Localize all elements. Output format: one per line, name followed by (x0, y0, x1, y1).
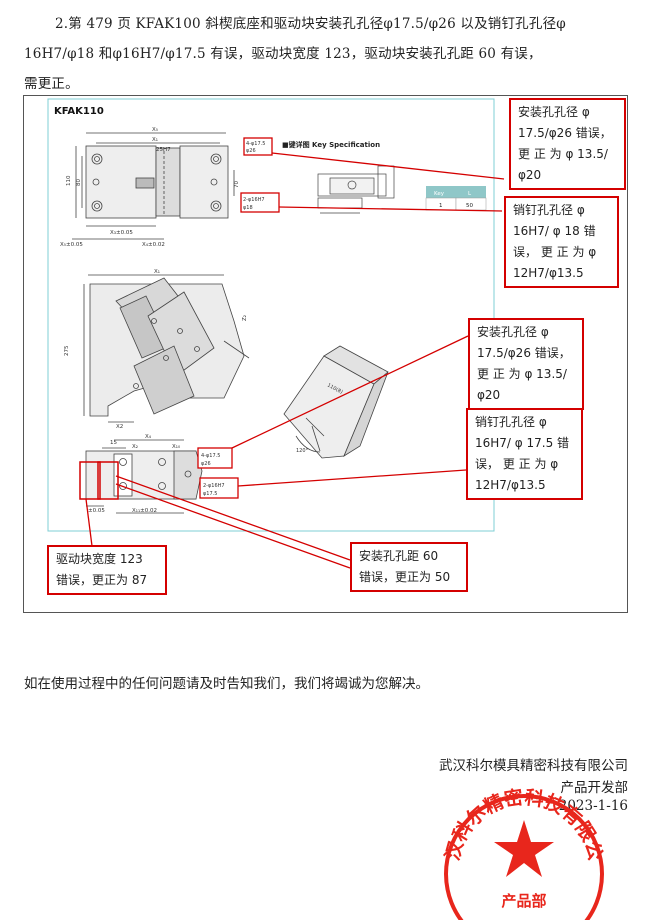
company-seal: 武汉科尔精密科技有限公司 产品部 (428, 770, 607, 920)
svg-text:X₃±0.05: X₃±0.05 (110, 230, 133, 236)
svg-text:X₄: X₄ (145, 434, 152, 440)
spacing-highlight (97, 461, 119, 500)
closing-sentence: 如在使用过程中的任何问题请及时告知我们，我们将竭诚为您解决。 (24, 676, 429, 692)
svg-text:4-φ17.5: 4-φ17.5 (201, 453, 220, 459)
bottom-view (85, 439, 203, 514)
hole-label-mount-top: 4-φ17.5 φ26 (243, 137, 273, 156)
key-spec-title: ■键详图 Key Specification (282, 140, 380, 149)
hole-label-pin-bottom: 2-φ16H7 φ17.5 (199, 477, 239, 499)
svg-text:X₁₁±0.02: X₁₁±0.02 (132, 508, 157, 514)
svg-text:φ26: φ26 (246, 148, 256, 154)
svg-text:X₄±0.02: X₄±0.02 (142, 242, 165, 248)
svg-text:X₁: X₁ (154, 269, 160, 275)
drawing-title: KFAK110 (54, 106, 104, 117)
hole-label-mount-bottom: 4-φ17.5 φ26 (197, 447, 233, 469)
svg-text:X₁: X₁ (152, 137, 158, 143)
key-table: Key L 1 50 (425, 186, 487, 211)
svg-text:15: 15 (110, 440, 117, 446)
svg-text:110: 110 (66, 175, 72, 186)
drawing-figure: KFAK110 X₅ X₁ 25H7 110 80 (23, 95, 628, 613)
svg-text:±0.05: ±0.05 (88, 508, 105, 514)
paragraph-line-2: 16H7/φ18 和φ16H7/φ17.5 有误，驱动块宽度 123，驱动块安装… (24, 46, 542, 62)
svg-text:70: 70 (234, 181, 240, 188)
svg-text:φ26: φ26 (201, 461, 211, 467)
side-view (83, 274, 250, 423)
paragraph-line-1: 2.第 479 页 KFAK100 斜楔底座和驱动块安装孔孔径φ17.5/φ26… (55, 16, 566, 32)
key-detail (317, 165, 395, 214)
svg-text:L: L (468, 191, 472, 197)
technical-drawing: KFAK110 X₅ X₁ 25H7 110 80 (47, 98, 505, 569)
svg-text:Key: Key (434, 191, 445, 197)
svg-text:X₅±0.05: X₅±0.05 (60, 242, 83, 248)
svg-text:φ18: φ18 (243, 205, 253, 211)
svg-text:25H7: 25H7 (156, 147, 171, 153)
svg-text:1: 1 (439, 203, 443, 209)
svg-text:X2: X2 (116, 424, 123, 430)
hole-label-pin-top: 2-φ16H7 φ18 (240, 192, 280, 213)
svg-text:275: 275 (64, 345, 70, 356)
leader-lines (85, 152, 505, 569)
company-name: 武汉科尔模具精密科技有限公司 (439, 758, 628, 774)
svg-text:X₂: X₂ (132, 444, 138, 450)
department-name: 产品开发部 (560, 780, 629, 796)
svg-text:50: 50 (466, 203, 473, 209)
svg-text:Z₂: Z₂ (242, 315, 248, 321)
svg-text:4-φ17.5: 4-φ17.5 (246, 141, 265, 147)
svg-text:φ17.5: φ17.5 (203, 491, 217, 497)
svg-text:120°: 120° (296, 448, 309, 454)
width-highlight (79, 461, 101, 500)
top-view (72, 132, 235, 240)
date: 2023-1-16 (558, 798, 628, 814)
driver-iso-view (283, 345, 389, 459)
svg-text:80: 80 (76, 179, 82, 186)
svg-text:X₅: X₅ (152, 127, 158, 133)
svg-text:X₁₀: X₁₀ (172, 444, 181, 450)
seal-star-icon (494, 820, 554, 877)
svg-text:2-φ16H7: 2-φ16H7 (203, 483, 225, 489)
seal-center-text: 产品部 (501, 892, 546, 910)
svg-text:2-φ16H7: 2-φ16H7 (243, 197, 265, 203)
paragraph-line-3: 需更正。 (24, 76, 79, 92)
